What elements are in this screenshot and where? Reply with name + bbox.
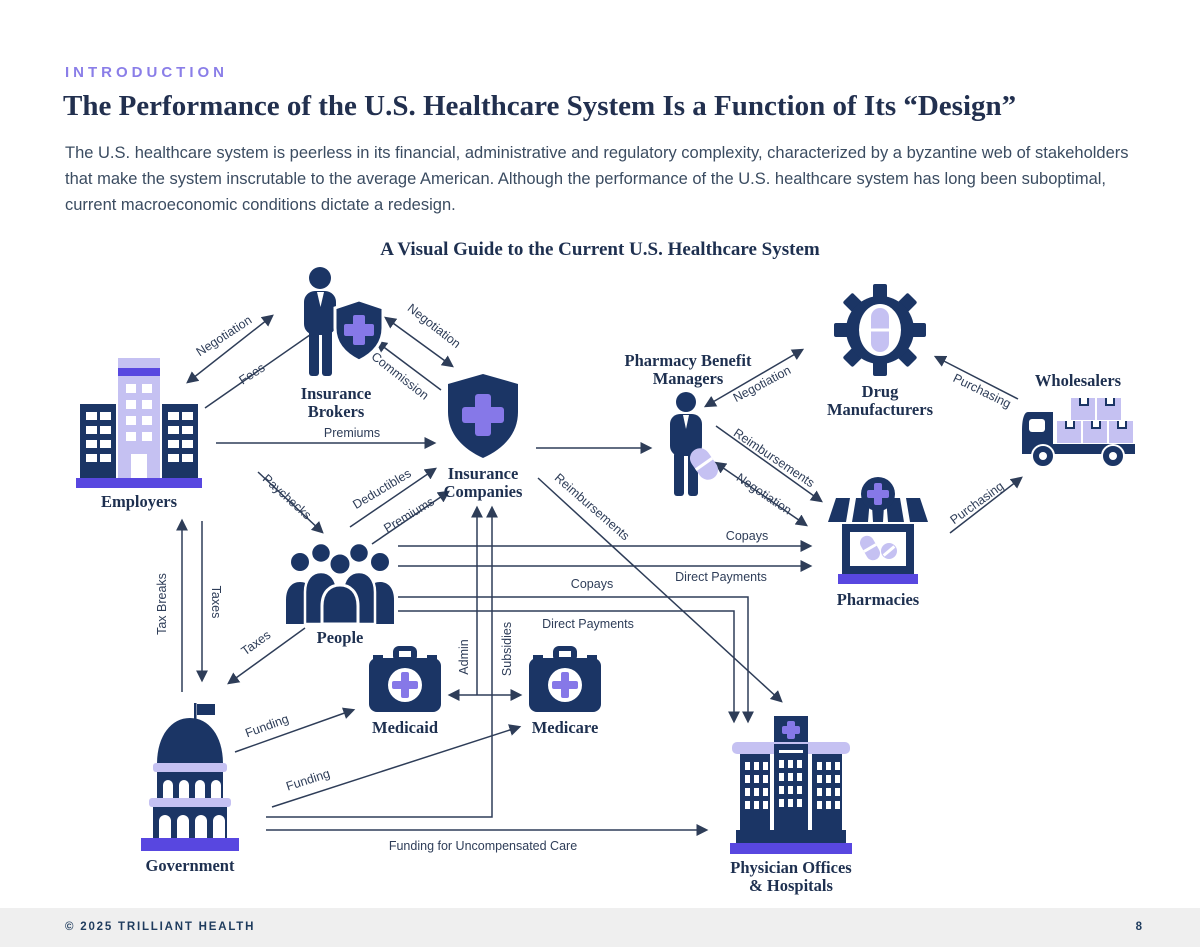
node-label: Physician Offices & Hospitals <box>730 858 852 895</box>
node-pharmacies: Pharmacies <box>826 476 930 609</box>
insurance-brokers-icon <box>303 267 384 376</box>
medicare-icon <box>529 646 601 712</box>
node-label: Government <box>145 856 235 875</box>
node-label: Pharmacy Benefit Managers <box>624 351 752 388</box>
edge-label-negotiation: Negotiation <box>404 301 464 351</box>
edge-label-premiums: Premiums <box>323 426 381 440</box>
node-label: Pharmacies <box>836 590 920 609</box>
edge-label-purchasing: Purchasing <box>950 370 1014 412</box>
people-icon <box>286 541 394 624</box>
edge-label-copays: Copays <box>570 577 614 591</box>
edge-label-fees: Fees <box>236 360 268 388</box>
footer-bar: © 2025 TRILLIANT HEALTH 8 <box>0 908 1200 947</box>
node-label: Insurance Brokers <box>300 384 372 421</box>
medicaid-icon <box>369 646 441 712</box>
node-label: Medicaid <box>372 718 438 737</box>
section-eyebrow: INTRODUCTION <box>65 64 228 81</box>
edge-label-paychecks: Paychecks <box>259 471 315 523</box>
page-title: The Performance of the U.S. Healthcare S… <box>63 90 1017 122</box>
node-physician-offices-hospitals: Physician Offices & Hospitals <box>722 716 860 895</box>
footer-copyright: © 2025 TRILLIANT HEALTH <box>65 921 256 933</box>
node-label: People <box>316 628 364 647</box>
edge-label-tax-breaks: Tax Breaks <box>155 573 169 635</box>
edge-label-premiums: Premiums <box>381 494 437 536</box>
physician-offices-hospitals-icon <box>730 716 852 854</box>
node-label: Wholesalers <box>1034 371 1122 390</box>
edge-label-direct-payments: Direct Payments <box>542 617 634 631</box>
node-people: People <box>284 536 396 647</box>
node-drug-manufacturers: Drug Manufacturers <box>820 282 940 419</box>
pharmacy-benefit-managers-icon <box>670 392 718 496</box>
intro-paragraph: The U.S. healthcare system is peerless i… <box>65 144 1129 214</box>
node-label: Employers <box>100 492 178 511</box>
edge-label-direct-payments: Direct Payments <box>675 570 767 584</box>
wholesalers-icon <box>1022 398 1135 468</box>
node-wholesalers: Wholesalers <box>1012 372 1144 470</box>
pharmacies-icon <box>828 477 928 584</box>
edge-label-funding: Funding <box>284 766 332 794</box>
edge-label-taxes: Taxes <box>238 627 274 659</box>
node-employers: Employers <box>72 356 206 511</box>
diagram-title: A Visual Guide to the Current U.S. Healt… <box>380 239 820 260</box>
edge-label-deductibles: Deductibles <box>350 466 414 512</box>
edge-label-taxes: Taxes <box>209 585 223 619</box>
edge-label-purchasing: Purchasing <box>947 478 1007 528</box>
node-medicare: Medicare <box>526 646 604 737</box>
edge-label-admin: Admin <box>457 639 471 675</box>
edge-label-negotiation: Negotiation <box>193 312 255 360</box>
footer-page-number: 8 <box>1135 921 1142 933</box>
employers-icon <box>76 358 202 488</box>
node-label: Insurance Companies <box>443 464 523 501</box>
node-insurance-companies: Insurance Companies <box>432 372 534 501</box>
node-label: Medicare <box>531 718 599 737</box>
edge-label-subsidies: Subsidies <box>500 621 514 677</box>
node-insurance-brokers: Insurance Brokers <box>286 266 386 421</box>
node-pharmacy-benefit-managers: Pharmacy Benefit Managers <box>612 352 764 498</box>
node-government: Government <box>126 702 254 875</box>
insurance-companies-icon <box>448 374 518 458</box>
edge-label-funding-uncompensated-care: Funding for Uncompensated Care <box>388 839 578 853</box>
node-label: Drug Manufacturers <box>826 382 933 419</box>
drug-manufacturers-icon <box>834 284 926 376</box>
government-icon <box>141 703 239 851</box>
edge-label-copays: Copays <box>725 529 769 543</box>
node-medicaid: Medicaid <box>366 646 444 737</box>
